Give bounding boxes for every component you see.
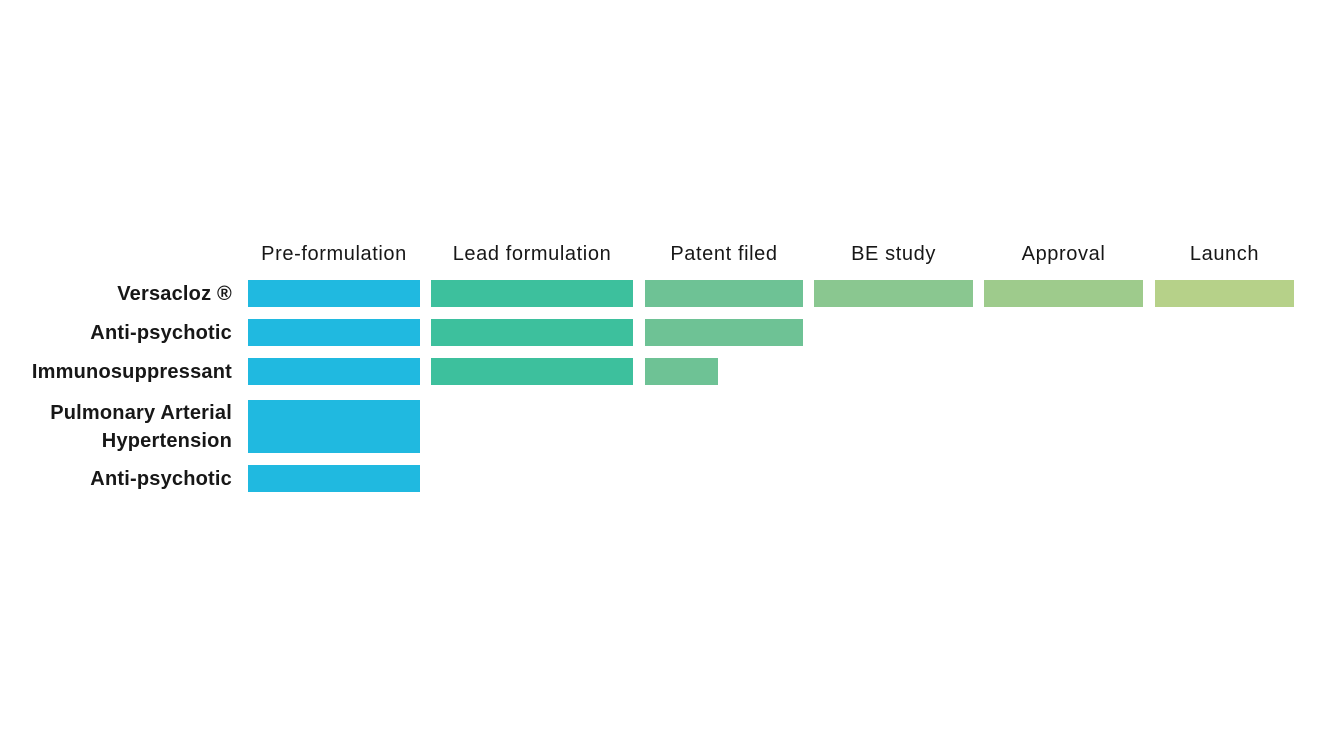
stage-bar-anti-psychotic-pre-formulation bbox=[248, 465, 420, 492]
stage-header-lead-formulation: Lead formulation bbox=[452, 243, 612, 265]
row-label-versacloz: Versacloz ® bbox=[0, 280, 232, 307]
row-label-pulmonary-arterial-hypertension: Pulmonary Arterial Hypertension bbox=[0, 400, 232, 453]
row-label-text: Pulmonary Arterial Hypertension bbox=[50, 401, 232, 452]
row-label-anti-psychotic: Anti-psychotic bbox=[0, 465, 232, 492]
stage-bar-anti-psychotic-lead-formulation bbox=[431, 319, 633, 346]
stage-bar-pulmonary-arterial-hypertension-pre-formulation bbox=[248, 400, 420, 453]
stage-bar-versacloz-be-study bbox=[814, 280, 973, 307]
stage-bar-immunosuppressant-pre-formulation bbox=[248, 358, 420, 385]
stage-bar-versacloz-pre-formulation bbox=[248, 280, 420, 307]
stage-header-pre-formulation: Pre-formulation bbox=[261, 243, 407, 265]
row-label-text: Anti-psychotic bbox=[90, 321, 232, 344]
stage-bar-versacloz-approval bbox=[984, 280, 1143, 307]
stage-bar-versacloz-patent-filed bbox=[645, 280, 803, 307]
stage-header-patent-filed: Patent filed bbox=[670, 243, 778, 265]
row-label-text: Versacloz ® bbox=[117, 282, 232, 305]
stage-header-approval: Approval bbox=[1021, 243, 1106, 265]
row-label-text: Immunosuppressant bbox=[31, 360, 232, 383]
stage-bar-immunosuppressant-lead-formulation bbox=[431, 358, 633, 385]
row-label-anti-psychotic: Anti-psychotic bbox=[0, 319, 232, 346]
stage-header-be-study: BE study bbox=[851, 243, 936, 265]
stage-bar-anti-psychotic-patent-filed bbox=[645, 319, 803, 346]
row-label-immunosuppressant: Immunosuppressant bbox=[0, 358, 232, 385]
stage-bar-versacloz-launch bbox=[1155, 280, 1294, 307]
stage-bar-immunosuppressant-patent-filed bbox=[645, 358, 718, 385]
stage-header-launch: Launch bbox=[1189, 243, 1260, 265]
stage-bar-anti-psychotic-pre-formulation bbox=[248, 319, 420, 346]
stage-bar-versacloz-lead-formulation bbox=[431, 280, 633, 307]
row-label-text: Anti-psychotic bbox=[90, 467, 232, 490]
